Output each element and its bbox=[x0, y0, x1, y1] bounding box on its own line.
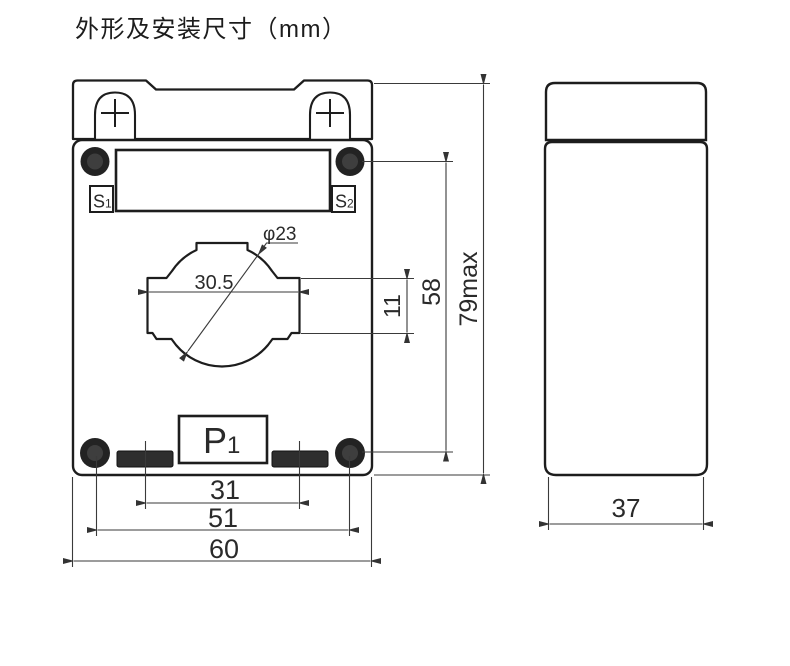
screw-top-right-inner bbox=[342, 153, 358, 170]
dimension-annotations: φ23 30.5 11 58 79max 31 51 60 37 bbox=[63, 74, 713, 567]
p1-box bbox=[177, 414, 269, 465]
p1-sub: 1 bbox=[227, 432, 240, 459]
dim-text-overall-height: 79max bbox=[455, 251, 483, 327]
dim-text-hole-width: 30.5 bbox=[195, 272, 234, 294]
s2-sub: 2 bbox=[347, 197, 354, 211]
dim-text-overall-height-group: 79max bbox=[455, 251, 483, 327]
nameplate-window bbox=[114, 148, 332, 213]
terminal-s2-box bbox=[331, 185, 356, 213]
dim-text-hole-diameter: φ23 bbox=[263, 224, 296, 245]
screw-plus-icon bbox=[101, 99, 129, 127]
p1-main: P bbox=[203, 420, 227, 461]
dim-text-overall-width: 60 bbox=[209, 534, 239, 564]
screw-plus-icon bbox=[316, 99, 344, 127]
s1-main: S bbox=[93, 192, 105, 212]
side-view bbox=[543, 81, 709, 477]
extension-lines bbox=[71, 82, 705, 567]
p1-label: P1 bbox=[203, 420, 240, 461]
terminal-s1-box bbox=[89, 185, 114, 213]
dim-text-slot-spacing: 31 bbox=[210, 475, 240, 505]
screw-top-left-inner bbox=[87, 153, 103, 170]
page-title: 外形及安装尺寸（mm） bbox=[75, 16, 347, 43]
terminal-s2-label: S2 bbox=[335, 192, 354, 212]
dim-text-window-height-group: 11 bbox=[379, 294, 405, 318]
side-view-cap bbox=[544, 81, 708, 142]
screw-bottom-right-inner bbox=[342, 445, 358, 461]
dim-text-depth: 37 bbox=[612, 493, 641, 523]
dim-text-screw-vertical-group: 58 bbox=[418, 278, 446, 306]
leader-hole-diameter bbox=[257, 242, 298, 256]
dim-text-screw-vertical: 58 bbox=[418, 278, 446, 306]
dim-line-hole-diameter bbox=[179, 244, 267, 362]
side-view-body bbox=[543, 140, 709, 477]
screw-bottom-left-inner bbox=[87, 445, 103, 461]
dimension-lines bbox=[63, 74, 713, 564]
mounting-bar bbox=[71, 79, 374, 141]
terminal-s1-label: S1 bbox=[93, 192, 112, 212]
corner-screws bbox=[80, 147, 365, 468]
dim-text-window-height: 11 bbox=[379, 294, 405, 318]
s1-sub: 1 bbox=[105, 197, 112, 211]
dim-text-screw-spacing: 51 bbox=[208, 503, 238, 533]
s2-main: S bbox=[335, 192, 347, 212]
